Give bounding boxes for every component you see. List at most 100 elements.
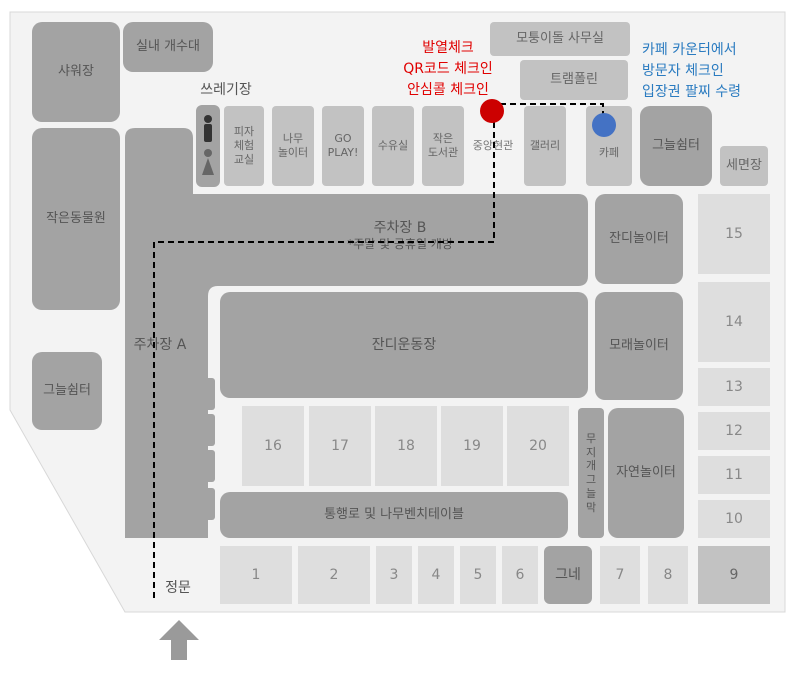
campsite-8[interactable]: 8: [648, 546, 688, 604]
campsite-number: 4: [431, 566, 441, 583]
up-arrow-icon: [159, 620, 199, 660]
gallery-label: 갤러리: [529, 138, 561, 152]
shade-shelter-left[interactable]: 그늘쉼터: [32, 352, 102, 430]
nature-playground[interactable]: 자연놀이터: [608, 408, 684, 538]
grass-field[interactable]: 잔디운동장: [220, 292, 588, 398]
small-library[interactable]: 작은 도서관: [422, 106, 464, 186]
shade-right-label: 그늘쉼터: [652, 137, 700, 153]
small-zoo[interactable]: 작은동물원: [32, 128, 120, 310]
go-play[interactable]: GO PLAY!: [322, 106, 364, 186]
grass-playground[interactable]: 잔디놀이터: [595, 194, 683, 284]
rainbow-shade[interactable]: 무 지 개 그 늘 막: [578, 408, 604, 538]
restroom[interactable]: [196, 105, 220, 187]
blue-marker: [592, 113, 616, 137]
campsite-10[interactable]: 10: [698, 500, 770, 538]
campsite-number: 7: [615, 566, 625, 583]
campsite-number: 11: [725, 466, 743, 483]
campsite-5[interactable]: 5: [460, 546, 496, 604]
campsite-number: 6: [515, 566, 525, 583]
blue-note: 카페 카운터에서 방문자 체크인 입장권 팔찌 수령: [642, 40, 782, 103]
shade-left-label: 그늘쉼터: [43, 382, 91, 398]
campsite-number: 5: [473, 566, 483, 583]
washroom-label: 세면장: [726, 157, 762, 173]
nursing-label: 수유실: [377, 138, 409, 152]
campsite-20[interactable]: 20: [507, 406, 569, 486]
shower-room[interactable]: 샤워장: [32, 22, 120, 122]
campsite-number: 17: [331, 437, 349, 454]
central-entrance[interactable]: 중앙현관: [468, 106, 518, 186]
library-label: 작은 도서관: [427, 131, 459, 159]
campsite-13[interactable]: 13: [698, 368, 770, 406]
campsite-number: 3: [389, 566, 399, 583]
campsite-number: 1: [251, 566, 261, 583]
campsite-11[interactable]: 11: [698, 456, 770, 494]
campsite-2[interactable]: 2: [298, 546, 370, 604]
parking-b[interactable]: 주차장 B *주말 및 공휴일 개방: [300, 214, 500, 258]
campsite-1[interactable]: 1: [220, 546, 292, 604]
trash-area: 쓰레기장: [194, 80, 258, 100]
parking-a-label: 주차장 A: [133, 336, 187, 353]
shade-shelter-right[interactable]: 그늘쉼터: [640, 106, 712, 186]
campsite-17[interactable]: 17: [309, 406, 371, 486]
grass-field-label: 잔디운동장: [371, 336, 437, 353]
red-note-line: 발열체크: [422, 40, 474, 56]
indoor-faucet-label: 실내 개수대: [136, 38, 200, 54]
walkway-benches[interactable]: 통행로 및 나무벤치테이블: [220, 492, 568, 538]
campsite-14[interactable]: 14: [698, 282, 770, 362]
indoor-faucet[interactable]: 실내 개수대: [123, 22, 213, 72]
campsite-4[interactable]: 4: [418, 546, 454, 604]
parking-b-note: *주말 및 공휴일 개방: [347, 237, 453, 252]
swing-label: 그네: [555, 566, 581, 583]
campsite-6[interactable]: 6: [502, 546, 538, 604]
campsite-12[interactable]: 12: [698, 412, 770, 450]
campsite-number: 16: [264, 437, 282, 454]
nursing-room[interactable]: 수유실: [372, 106, 414, 186]
red-marker: [480, 99, 504, 123]
swing[interactable]: 그네: [544, 546, 592, 604]
main-gate-label: 정문: [165, 579, 191, 596]
wood-playground[interactable]: 나무 놀이터: [272, 106, 314, 186]
parking-a[interactable]: 주차장 A: [125, 330, 195, 360]
campsite-number: 9: [729, 566, 739, 583]
campsite-9[interactable]: 9: [698, 546, 770, 604]
restroom-icon: [202, 115, 214, 175]
wood-play-label: 나무 놀이터: [277, 131, 309, 159]
sand-playground[interactable]: 모래놀이터: [595, 292, 683, 400]
campsite-number: 20: [529, 437, 547, 454]
small-structure: [197, 378, 215, 410]
campsite-18[interactable]: 18: [375, 406, 437, 486]
blue-note-line: 카페 카운터에서: [642, 42, 737, 58]
campsite-number: 12: [725, 422, 743, 439]
go-play-label: GO PLAY!: [327, 131, 359, 159]
campsite-15[interactable]: 15: [698, 194, 770, 274]
washroom[interactable]: 세면장: [720, 146, 768, 186]
walkway-label: 통행로 및 나무벤치테이블: [324, 506, 464, 522]
pizza-label: 피자 체험 교실: [233, 124, 255, 167]
campsite-number: 2: [329, 566, 339, 583]
campsite-7[interactable]: 7: [600, 546, 640, 604]
corner-stone-office[interactable]: 모퉁이돌 사무실: [490, 22, 630, 56]
pizza-class[interactable]: 피자 체험 교실: [224, 106, 264, 186]
main-gate[interactable]: 정문: [158, 576, 198, 600]
trampoline[interactable]: 트램폴린: [520, 60, 628, 100]
campsite-number: 13: [725, 378, 743, 395]
cafe-label: 카페: [598, 145, 620, 159]
trampoline-label: 트램폴린: [550, 71, 598, 87]
campsite-3[interactable]: 3: [376, 546, 412, 604]
nature-play-label: 자연놀이터: [616, 464, 676, 480]
campsite-number: 8: [663, 566, 673, 583]
small-structure: [197, 450, 215, 482]
gallery[interactable]: 갤러리: [524, 106, 566, 186]
red-note-line: 안심콜 체크인: [407, 82, 489, 98]
campsite-16[interactable]: 16: [242, 406, 304, 486]
campsite-number: 19: [463, 437, 481, 454]
route-line: [153, 103, 604, 598]
parking-b-label: 주차장 B: [373, 220, 427, 237]
trash-label: 쓰레기장: [200, 81, 252, 98]
blue-note-line: 입장권 팔찌 수령: [642, 84, 742, 100]
central-hall-label: 중앙현관: [472, 138, 514, 152]
campsite-19[interactable]: 19: [441, 406, 503, 486]
